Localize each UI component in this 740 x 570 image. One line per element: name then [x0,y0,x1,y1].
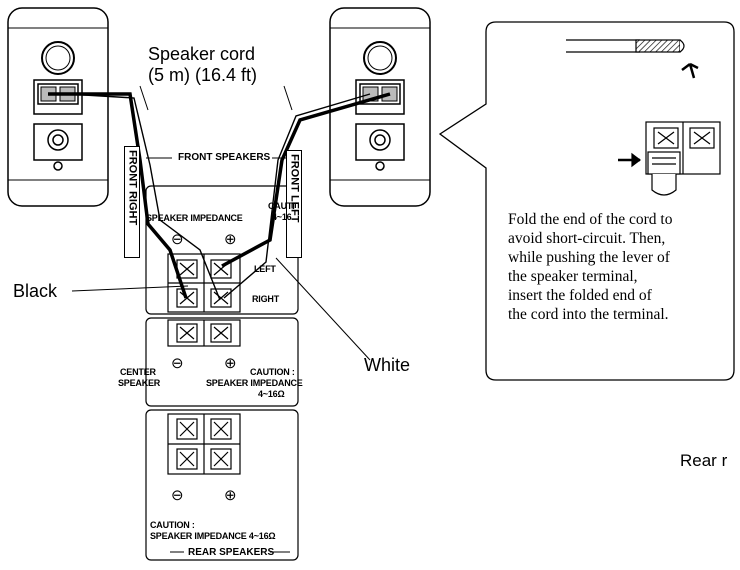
rear-cut-label: Rear r [680,451,728,470]
speaker-cord-length: (5 m) (16.4 ft) [148,65,258,85]
speaker-impedance-rear: SPEAKER IMPEDANCE 4~16Ω [150,531,276,541]
instruction-line: while pushing the lever of [508,249,670,266]
instruction-callout [438,21,735,381]
speaker-impedance-front: SPEAKER IMPEDANCE [146,213,243,223]
white-wire-label: White [364,355,411,375]
speaker-impedance-center: SPEAKER IMPEDANCE [206,378,303,388]
rear-terminals [167,413,241,475]
plus-symbol-center: ⊕ [224,355,237,372]
plus-symbol-front: ⊕ [224,231,237,248]
caution-center: CAUTION : [250,367,295,377]
speaker-cord-right [48,92,221,301]
instruction-line: the cord into the terminal. [508,306,669,323]
minus-symbol-front: ⊖ [171,231,184,248]
speaker-cord-label: Speaker cord [148,44,256,64]
minus-symbol-rear: ⊖ [171,487,184,504]
plus-symbol-rear: ⊕ [224,487,237,504]
caution-rear: CAUTION : [150,520,195,530]
instruction-line: the speaker terminal, [508,268,638,285]
minus-symbol-center: ⊖ [171,355,184,372]
right-channel-label: RIGHT [252,294,279,304]
instruction-line: insert the folded end of [508,287,652,304]
center-speaker-label-2: SPEAKER [118,378,161,388]
terminal-push-illustration [618,121,721,196]
left-channel-label: LEFT [254,264,276,274]
front-left-speaker [329,7,431,207]
front-right-label: FRONT RIGHT [124,146,140,258]
front-speakers-label: FRONT SPEAKERS [178,152,271,163]
speaker-cord-left [221,92,391,299]
instruction-line: avoid short-circuit. Then, [508,230,666,247]
folded-cord-illustration [566,39,699,79]
instruction-text: Fold the end of the cord to avoid short-… [508,210,736,324]
pointer-lines [71,85,371,361]
instruction-line: Fold the end of the cord to [508,211,673,228]
rear-speakers-label: REAR SPEAKERS [188,547,275,558]
impedance-range-center: 4~16Ω [258,389,285,399]
black-wire-label: Black [13,281,58,301]
caution-front: CAUTI [268,201,295,211]
front-left-label: FRONT LEFT [286,150,302,258]
center-terminals [167,319,241,347]
impedance-range-front: 4~16 [272,212,292,222]
center-speaker-label-1: CENTER [120,367,156,377]
front-right-speaker [7,7,109,207]
